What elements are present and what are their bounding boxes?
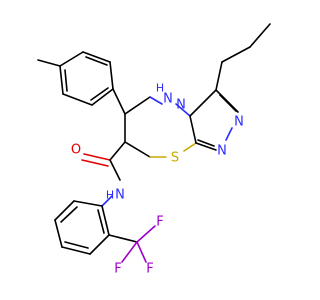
- phenyl-ring: [54, 200, 110, 255]
- c-o-double-bond: [81, 159, 109, 167]
- n-aryl-bond: [101, 195, 113, 207]
- atom-nh: N: [163, 92, 173, 107]
- atom-n-amide-h: H: [106, 189, 114, 202]
- atom-n-ring-1: N: [234, 115, 244, 130]
- bond: [89, 234, 110, 255]
- trifluoromethyl-group: [108, 225, 156, 263]
- nn-bond: [175, 103, 191, 117]
- double-bond-inner: [60, 206, 78, 223]
- propyl-chain: [215, 23, 271, 91]
- bond: [59, 65, 64, 95]
- atom-n-amide: N: [115, 188, 125, 203]
- double-bond-inner: [90, 87, 109, 101]
- bond: [221, 46, 251, 63]
- c-f-bond: [121, 241, 138, 263]
- nfused-c3-bond: [189, 89, 217, 117]
- molecule-diagram: N H N N N S O N H F F F: [37, 23, 271, 277]
- triazole-ring: [175, 89, 239, 151]
- atom-o: O: [71, 143, 81, 158]
- bond: [54, 219, 63, 248]
- atom-n-ring-2: N: [217, 144, 227, 159]
- aryl-c6-bond: [112, 88, 126, 115]
- aryl-cf3-bond: [108, 234, 138, 243]
- c7-ch2-bond: [124, 141, 151, 158]
- double-bond-inner: [197, 139, 215, 147]
- amide-group: [81, 141, 126, 207]
- bond: [54, 200, 75, 221]
- atom-s: S: [171, 151, 179, 166]
- bond: [73, 200, 103, 207]
- nh-n-bond: [149, 96, 163, 105]
- c6-nh-bond: [124, 96, 151, 115]
- n-c-bond: [195, 142, 217, 151]
- atom-nh-h: H: [156, 82, 164, 95]
- structure-svg: N H N N N S O N H F F F: [37, 23, 271, 277]
- atom-n-fused: N: [176, 98, 186, 113]
- n-n-bond: [225, 127, 233, 141]
- double-bond-inner: [85, 56, 108, 66]
- atom-f-1: F: [156, 215, 163, 230]
- atom-f-3: F: [114, 262, 121, 277]
- tolyl-ring: [37, 51, 114, 106]
- c7-carbonyl-bond: [109, 141, 126, 161]
- c-n-amide-bond: [109, 159, 121, 181]
- c-f-bond: [136, 241, 147, 263]
- bond: [109, 61, 114, 90]
- bond: [82, 51, 111, 63]
- c-nfused-bond: [189, 115, 197, 144]
- bond: [91, 88, 114, 106]
- bond: [249, 23, 271, 48]
- thiadiazine-ring: [124, 96, 197, 158]
- c-o-bond: [83, 153, 111, 161]
- atom-f-2: F: [146, 262, 153, 277]
- double-bond-inner: [97, 209, 105, 234]
- bond: [62, 93, 93, 106]
- bond: [61, 246, 91, 255]
- methyl-bond: [37, 59, 61, 67]
- double-bond-inner: [64, 241, 89, 249]
- s-c-bond: [183, 142, 197, 152]
- double-bond-inner: [219, 94, 237, 112]
- c-f-bond: [136, 225, 156, 243]
- bond: [59, 51, 84, 67]
- double-bond-inner: [64, 69, 68, 92]
- bond: [215, 61, 223, 91]
- bond: [101, 205, 110, 236]
